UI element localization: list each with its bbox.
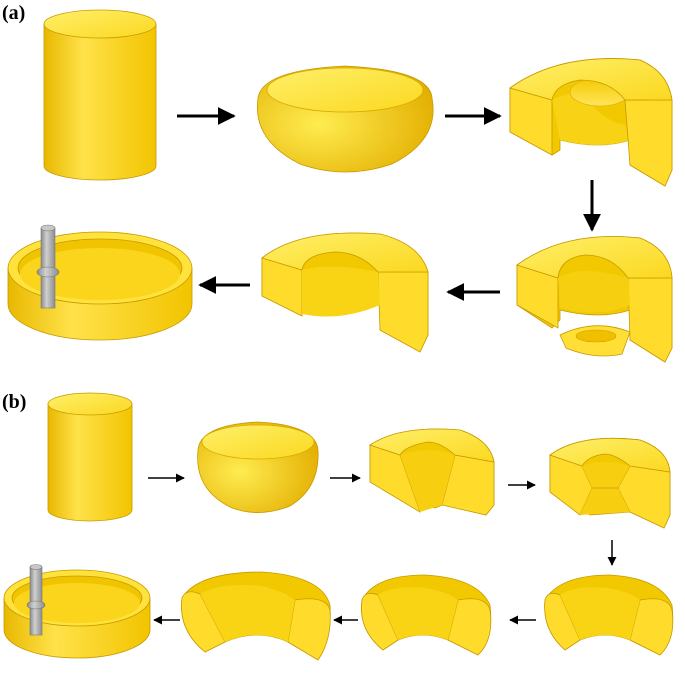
upset-disc-icon [197, 421, 319, 513]
half-section-punched-icon [509, 58, 673, 187]
half-section-ring-blank-icon [261, 232, 429, 353]
rolled-ring-with-mandrel-icon [7, 224, 193, 341]
cylinder-billet-icon [47, 392, 133, 522]
half-section-torus-icon [544, 574, 674, 656]
cylinder-billet-icon [43, 9, 157, 181]
half-section-double-cone-icon [549, 437, 671, 529]
half-section-torus-icon [361, 574, 492, 656]
half-section-torus-icon [181, 571, 331, 661]
half-section-pierced-icon [516, 236, 673, 363]
half-section-conical-punch-icon [369, 428, 495, 516]
upset-disc-icon [256, 65, 434, 173]
panel-label-a: (a) [2, 2, 26, 24]
rolled-ring-with-mandrel-icon [3, 564, 151, 659]
panel-label-b: (b) [2, 391, 27, 413]
